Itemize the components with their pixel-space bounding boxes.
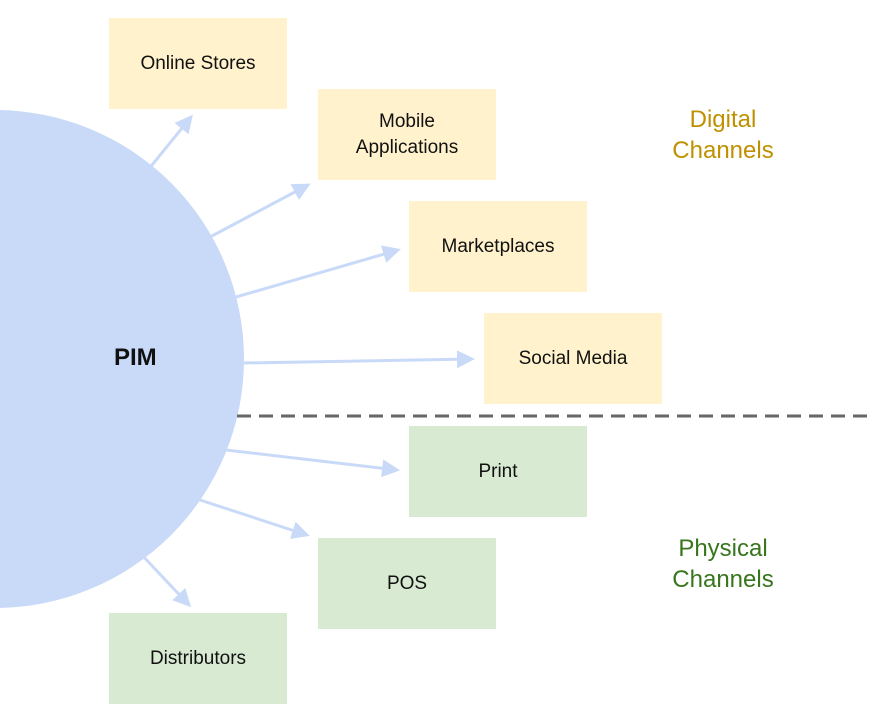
physical-label-line1: Physical bbox=[678, 535, 768, 562]
channel-mobile-applications: Mobile Applications bbox=[318, 89, 496, 180]
arrow-online-stores bbox=[146, 114, 193, 171]
channel-marketplaces: Marketplaces bbox=[409, 201, 587, 292]
channel-online-stores: Online Stores bbox=[109, 18, 287, 109]
digital-label-line1: Digital bbox=[689, 106, 757, 133]
channel-social-media: Social Media bbox=[484, 313, 662, 404]
arrow-social-media bbox=[243, 350, 475, 369]
channel-distributors: Distributors bbox=[109, 613, 287, 704]
pim-label: PIM bbox=[114, 344, 157, 371]
arrow-pos bbox=[196, 497, 310, 539]
arrow-distributors bbox=[138, 551, 192, 608]
arrow-print bbox=[225, 448, 400, 478]
channel-print: Print bbox=[409, 426, 587, 517]
physical-label-line2: Channels bbox=[672, 566, 774, 593]
channel-pos: POS bbox=[318, 538, 496, 629]
digital-label-line2: Channels bbox=[672, 137, 774, 164]
arrow-marketplaces bbox=[235, 245, 401, 299]
pim-hub-circle bbox=[0, 110, 244, 608]
arrow-mobile-applications bbox=[209, 183, 311, 239]
digital-channels-label: Digital Channels bbox=[653, 104, 793, 166]
physical-channels-label: Physical Channels bbox=[653, 533, 793, 595]
